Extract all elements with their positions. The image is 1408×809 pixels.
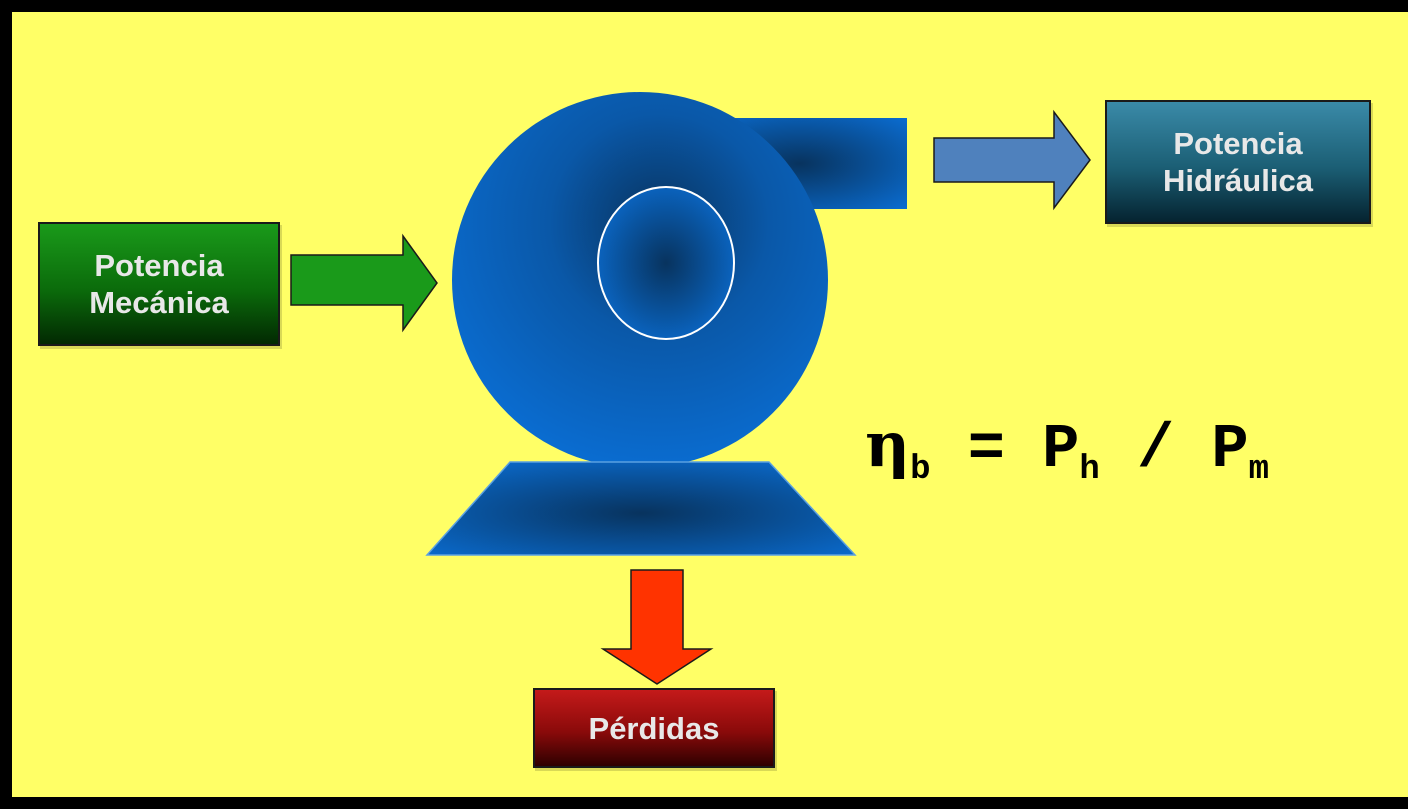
hydraulic-power-symbol: P (1042, 414, 1080, 485)
efficiency-formula: ηb = Ph / Pm (865, 405, 1305, 495)
mechanical-power-box: Potencia Mecánica (38, 222, 280, 346)
mechanical-power-symbol: P (1211, 414, 1249, 485)
mechanical-power-subscript: m (1248, 451, 1269, 489)
eta-subscript: b (910, 451, 931, 489)
pump-base (425, 461, 857, 556)
division-sign: / (1099, 414, 1212, 485)
hydraulic-power-box: Potencia Hidráulica (1105, 100, 1371, 224)
eta-symbol: η (865, 408, 911, 481)
losses-box: Pérdidas (533, 688, 775, 768)
losses-arrow (600, 569, 714, 685)
equals-sign: = (930, 414, 1043, 485)
pump-suction-eye (597, 186, 735, 340)
hydraulic-power-subscript: h (1079, 451, 1100, 489)
hydraulic-power-arrow (933, 109, 1091, 211)
mechanical-power-arrow (290, 233, 438, 333)
